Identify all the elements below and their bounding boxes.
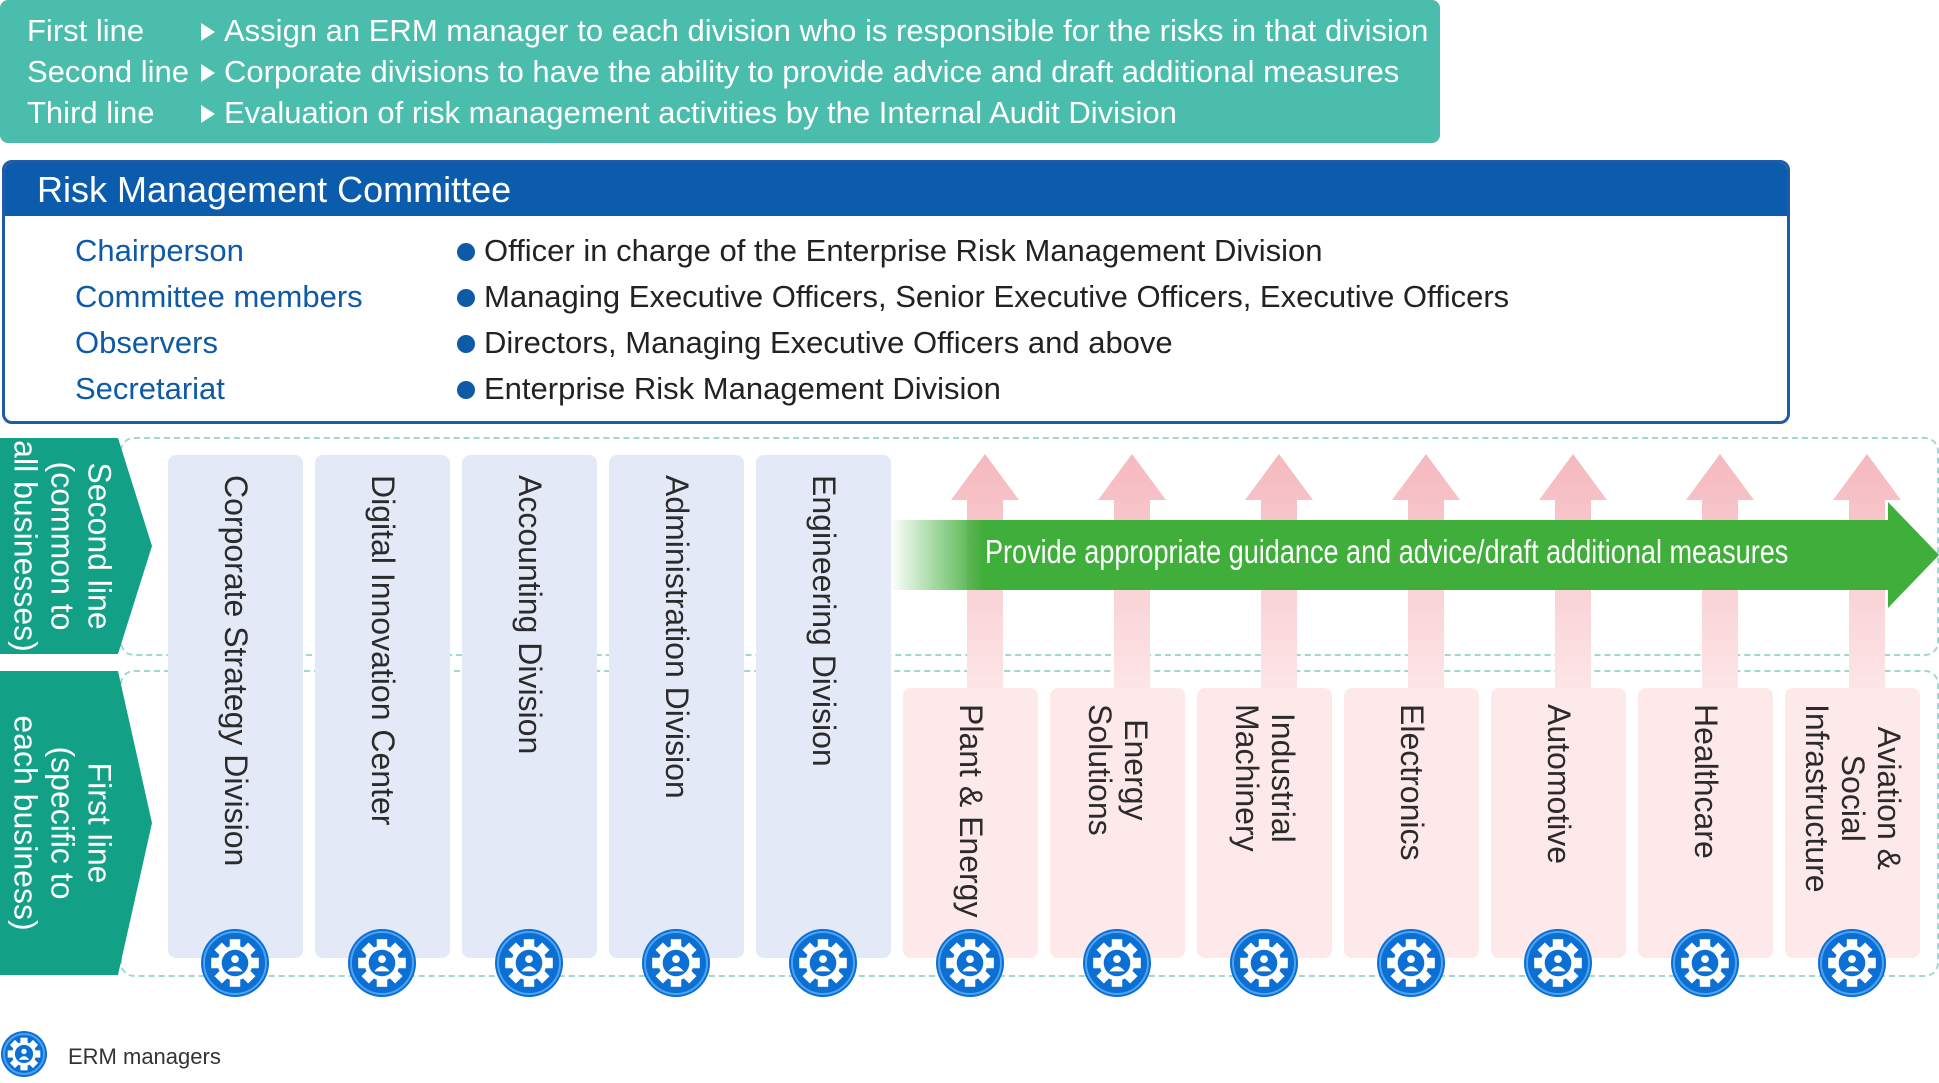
first-line-tag-text-holder: First line (specific to each business): [0, 671, 125, 975]
erm-manager-gear-icon: [347, 928, 417, 998]
erm-manager-gear-icon: [1817, 928, 1887, 998]
erm-manager-gear-icon: [1523, 928, 1593, 998]
erm-manager-gear-icon: [0, 1030, 48, 1083]
bullet-dot-icon: [457, 381, 475, 399]
business-division-column: Aviation & Social Infrastructure: [1785, 688, 1920, 958]
business-division-column: Industrial Machinery: [1197, 688, 1332, 958]
business-division-label: Industrial Machinery: [1228, 704, 1301, 852]
erm-manager-gear-icon: [641, 928, 711, 998]
bullet-dot-icon: [457, 289, 475, 307]
second-line-tag: [0, 438, 152, 654]
third-line-text: Evaluation of risk management activities…: [224, 95, 1177, 130]
committee-role-label: Secretariat: [75, 371, 225, 406]
business-division-column: Healthcare: [1638, 688, 1773, 958]
corporate-division-label: Corporate Strategy Division: [217, 475, 254, 867]
erm-manager-gear-icon: [1082, 928, 1152, 998]
erm-manager-gear-icon: [1376, 928, 1446, 998]
first-line-tag-label: First line (specific to each business): [7, 715, 118, 931]
first-line-tag: [0, 671, 152, 975]
guidance-arrow-label: Provide appropriate guidance and advice/…: [985, 533, 1789, 570]
second-line-text: Corporate divisions to have the ability …: [224, 54, 1400, 89]
corporate-division-column: Administration Division: [609, 455, 744, 958]
corporate-division-label: Accounting Division: [511, 475, 548, 755]
first-line-text: Assign an ERM manager to each division w…: [224, 13, 1429, 48]
triangle-bullet-icon: [201, 105, 215, 123]
second-line-label: Second line: [27, 54, 190, 89]
corporate-division-column: Accounting Division: [462, 455, 597, 958]
corporate-division-label: Administration Division: [658, 475, 695, 799]
first-line-label: First line: [27, 13, 145, 48]
corporate-division-column: Corporate Strategy Division: [168, 455, 303, 958]
erm-manager-gear-icon: [494, 928, 564, 998]
triangle-bullet-icon: [201, 23, 215, 41]
corporate-division-label: Engineering Division: [805, 475, 842, 767]
committee-role-value: Directors, Managing Executive Officers a…: [484, 325, 1173, 360]
erm-manager-gear-icon: [935, 928, 1005, 998]
erm-manager-gear-icon: [200, 928, 270, 998]
corporate-division-column: Engineering Division: [756, 455, 891, 958]
corporate-division-label: Digital Innovation Center: [364, 475, 401, 826]
committee-role-value: Officer in charge of the Enterprise Risk…: [484, 233, 1323, 268]
business-division-label: Automotive: [1540, 704, 1577, 865]
lines-of-defense-box: First line Assign an ERM manager to each…: [0, 0, 1440, 143]
business-division-label: Plant & Energy: [952, 704, 989, 918]
committee-title: Risk Management Committee: [37, 169, 512, 210]
committee-role-label: Chairperson: [75, 233, 244, 268]
second-line-tag-label: Second line (common to all businesses): [7, 440, 118, 652]
business-division-column: Electronics: [1344, 688, 1479, 958]
erm-manager-gear-icon: [1229, 928, 1299, 998]
risk-management-committee-box: Risk Management Committee Chairperson Of…: [2, 160, 1790, 424]
business-division-column: Energy Solutions: [1050, 688, 1185, 958]
third-line-label: Third line: [27, 95, 155, 130]
business-division-column: Plant & Energy: [903, 688, 1038, 958]
corporate-division-column: Digital Innovation Center: [315, 455, 450, 958]
bullet-dot-icon: [457, 243, 475, 261]
committee-role-value: Managing Executive Officers, Senior Exec…: [484, 279, 1510, 314]
erm-manager-gear-icon: [1670, 928, 1740, 998]
guidance-arrow: [890, 502, 1939, 608]
triangle-bullet-icon: [201, 64, 215, 82]
committee-header: Risk Management Committee: [5, 163, 1787, 216]
erm-manager-gear-icon: [788, 928, 858, 998]
committee-role-value: Enterprise Risk Management Division: [484, 371, 1001, 406]
business-division-label: Energy Solutions: [1081, 704, 1154, 836]
business-division-label: Aviation & Social Infrastructure: [1798, 704, 1907, 893]
committee-role-label: Committee members: [75, 279, 363, 314]
committee-role-label: Observers: [75, 325, 218, 360]
business-division-label: Electronics: [1393, 704, 1430, 861]
second-line-tag-text-holder: Second line (common to all businesses): [0, 438, 125, 654]
business-division-column: Automotive: [1491, 688, 1626, 958]
business-division-label: Healthcare: [1687, 704, 1724, 859]
legend-label: ERM managers: [68, 1044, 221, 1069]
bullet-dot-icon: [457, 335, 475, 353]
